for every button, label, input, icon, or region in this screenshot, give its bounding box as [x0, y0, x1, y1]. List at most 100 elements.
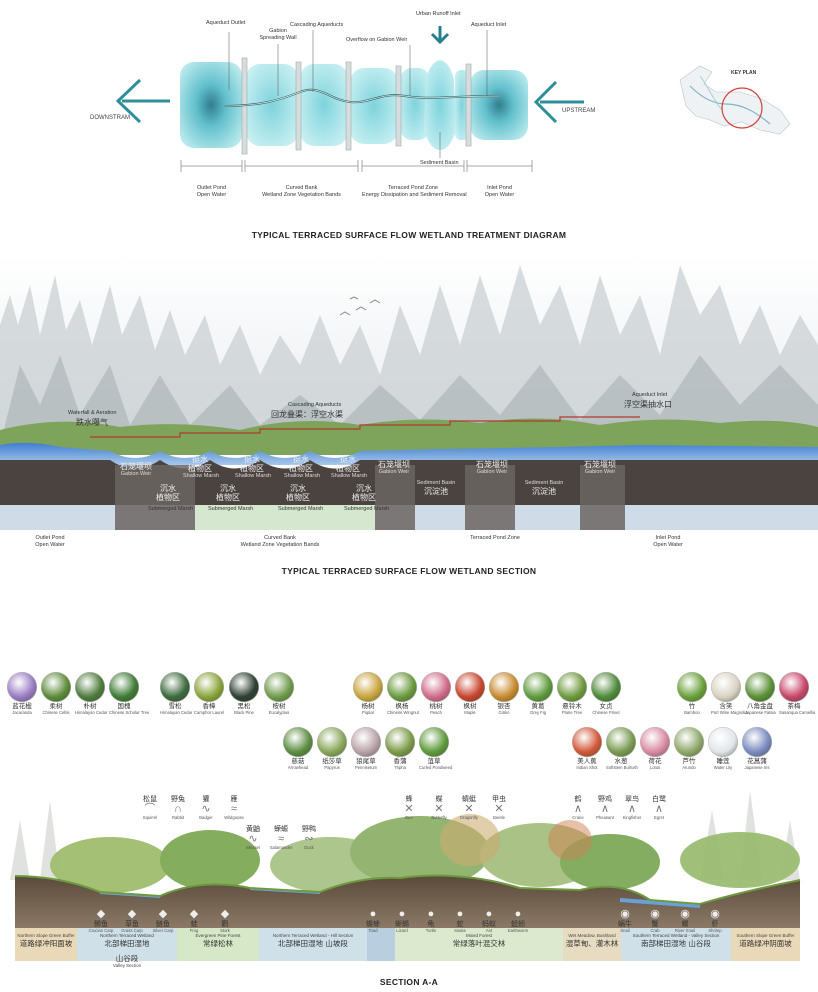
- shallow-cn2: 植物区: [289, 464, 313, 473]
- plant-cn-name: 朴树: [83, 702, 97, 710]
- plant-en-name: Plane Tree: [561, 710, 583, 715]
- plant-photo: [557, 672, 587, 702]
- fauna-cn-name: 蚯蚓: [511, 920, 525, 928]
- submerged-cn1: 沉水: [220, 484, 236, 493]
- submerged-en: Submerged Marsh: [344, 506, 390, 512]
- plant-en-name: Lotus: [649, 765, 661, 770]
- submerged-marsh-4: 沉水 植物区 Submerged Marsh: [344, 484, 390, 513]
- fauna-birds-2: 翠鸟∧Kingfisher: [615, 795, 649, 820]
- plant-cn-name: 美人蕉: [577, 757, 597, 765]
- zone-south-slope-buffer: Southern Slope Green Buffer 道路绿冲阴面坡: [731, 928, 800, 961]
- wetland-plan-diagram: [115, 26, 791, 172]
- fauna-silhouette-icon: ◉: [710, 908, 720, 920]
- shallow-en: Shallow Marsh: [331, 473, 368, 479]
- gabion-weir-2: 石笼堰坝 Gabion Weir: [374, 460, 414, 476]
- section-terraced-pond: Terraced Pond Zone: [465, 535, 525, 542]
- zone-terraced-pond: Terraced Pond Zone Energy Dissipation an…: [362, 185, 467, 198]
- fauna-silhouette-icon: ≈: [277, 833, 285, 845]
- zone-wet-meadow: Wet Meadow, Bushland 湿草甸、灌木林: [563, 928, 621, 961]
- gabion-en: Gabion Weir: [120, 471, 152, 477]
- fauna-silhouette-icon: ∿: [201, 803, 211, 815]
- fauna-cn-name: 蟾蜍: [366, 920, 380, 928]
- shallow-en: Shallow Marsh: [284, 473, 321, 479]
- zone-line1: Inlet Pond: [655, 535, 681, 541]
- fauna-silhouette-icon: ●: [456, 908, 464, 920]
- plant-photo: [7, 672, 37, 702]
- plant-photo: [109, 672, 139, 702]
- plant-photo: [742, 727, 772, 757]
- fauna-cn-name: 螺: [681, 920, 689, 928]
- plant-cn-name: 国槐: [117, 702, 131, 710]
- curved-bank-pond-3: [350, 68, 398, 144]
- fauna-silhouette-icon: ●: [427, 908, 435, 920]
- gabion-wall-2: [295, 61, 302, 151]
- fauna-en-name: Egret: [653, 815, 664, 820]
- zone-en: Northern Slope Green Buffer: [17, 933, 75, 938]
- zone-cn: 道路绿冲阴面坡: [739, 938, 792, 948]
- plant-en-name: Black Pine: [234, 710, 254, 715]
- plant-en-name: Jacaranda: [12, 710, 32, 715]
- plant-en-name: Pennisetum: [354, 765, 378, 770]
- plant-cn-name: 芦竹: [682, 757, 696, 765]
- plant-en-name: Thpha: [394, 765, 406, 770]
- fauna-silhouette-icon: ◆: [127, 908, 137, 920]
- plant-photo: [489, 672, 519, 702]
- zone-cn: 道路绿冲阳面坡: [19, 938, 73, 948]
- plant-en-name: Maple: [464, 710, 476, 715]
- wetland-section-illustration: [0, 255, 818, 530]
- urban-runoff-label: Urban Runoff Inlet: [416, 11, 461, 17]
- zone-outlet-pond: Outlet Pond Open Water: [181, 185, 242, 198]
- plant-photo: [421, 672, 451, 702]
- fauna-cn-name: 翠鸟: [625, 795, 639, 803]
- zone-sub-en: Valley Section: [112, 962, 142, 968]
- fauna-en-name: Butterfly: [431, 815, 447, 820]
- fauna-en-name: Squirrel: [142, 815, 158, 820]
- zone-mixed-forest: Mixed Forest 常绿落叶混交林: [395, 928, 563, 961]
- fauna-cn-name: 蝶: [435, 795, 443, 803]
- zone-line1: Terraced Pond Zone: [388, 185, 438, 191]
- submerged-cn1: 沉水: [290, 484, 306, 493]
- section-water: [0, 442, 818, 465]
- fauna-cn-name: 草鱼: [125, 920, 139, 928]
- plant-en-name: Eucalyptus: [268, 710, 290, 715]
- plant-photo: [385, 727, 415, 757]
- plant-cn-name: 八角金盘: [747, 702, 773, 710]
- birds-flock: [339, 296, 381, 316]
- plant-photo: [283, 727, 313, 757]
- plant-photo: [591, 672, 621, 702]
- zone-line2: Energy Dissipation and Sediment Removal: [362, 191, 467, 198]
- plant-en-name: Bamboo: [684, 710, 700, 715]
- shallow-marsh-3: 挺水 植物区 Shallow Marsh: [284, 455, 321, 480]
- plant-photo: [353, 672, 383, 702]
- fauna-cn-name: 蛇: [456, 920, 464, 928]
- section-outlet-pond: Outlet Pond Open Water: [30, 535, 70, 548]
- fauna-en-name: Dragonfly: [460, 815, 478, 820]
- submerged-marsh-1: 沉水 植物区 Submerged Marsh: [148, 484, 193, 513]
- zone-south-terraced-valley: Southern Terraced Wetland - Valley Secti…: [621, 928, 731, 961]
- plant-photo: [779, 672, 809, 702]
- sediment-en: Sediment Basin: [524, 480, 564, 486]
- plant-en-name: Grey Fig: [529, 710, 547, 715]
- fauna-cn-name: 虾: [711, 920, 719, 928]
- submerged-cn1: 沉水: [356, 484, 372, 493]
- cascading-label-en: Cascading Aqueducts: [288, 402, 342, 408]
- section-aa-illustration: [10, 790, 801, 930]
- plant-en-name: Himalayan Cedar: [75, 710, 108, 715]
- fauna-silhouette-icon: ●: [514, 908, 522, 920]
- fauna-silhouette-icon: ◆: [96, 908, 106, 920]
- zone-line2: Wetland Zone Vegetation Bands: [240, 541, 320, 548]
- plant-cn-name: 香蒲: [393, 757, 407, 765]
- fauna-en-name: Weasel: [246, 845, 260, 850]
- fauna-en-name: Ant: [485, 928, 493, 933]
- fauna-cn-name: 甲虫: [492, 795, 506, 803]
- plant-en-name: Port Wine Magnolia: [711, 710, 748, 715]
